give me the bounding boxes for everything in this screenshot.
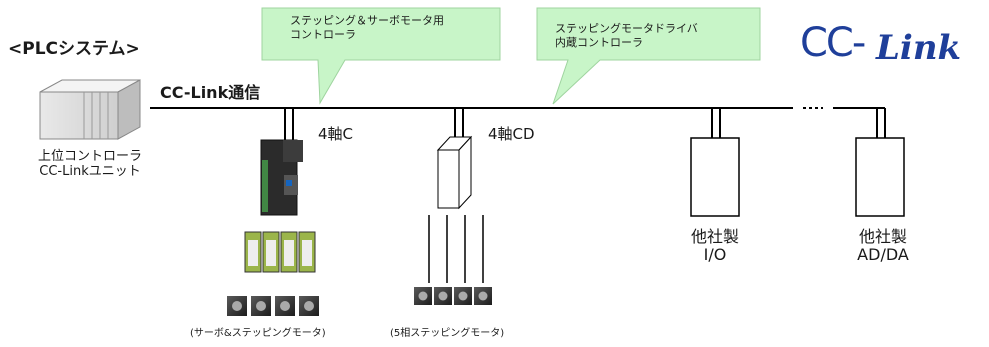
cc-link-logo: CC- Link [800, 18, 980, 78]
servo-driver-units [244, 231, 316, 273]
cc-link-logo-cc: CC- [800, 20, 866, 66]
cc-link-logo-link: Link [876, 28, 962, 68]
caption-five-phase-stepping: (5相ステッピングモータ) [390, 328, 505, 339]
five-phase-stepping-motors [414, 287, 492, 305]
callout-2-line-2: 内蔵コントローラ [555, 36, 643, 49]
controller-4axis-c-device [260, 139, 303, 216]
servo-stepping-motors [227, 296, 319, 316]
plc-unit-label-line-2: CC-Linkユニット [39, 163, 141, 179]
callout-1-text: ステッピング＆サーボモータ用 コントローラ [290, 14, 444, 42]
third-party-io-label: 他社製 I/O [680, 227, 750, 265]
callout-2-line-1: ステッピングモータドライバ [555, 22, 698, 35]
motor-cables [428, 215, 484, 283]
callout-2-text: ステッピングモータドライバ 内蔵コントローラ [555, 22, 698, 50]
callout-bubble-2 [536, 7, 761, 105]
callout-1-line-2: コントローラ [290, 28, 356, 41]
third-party-io-box [690, 137, 740, 217]
page-title: <PLCシステム> [8, 39, 140, 59]
third-party-adda-label-line-2: AD/DA [857, 245, 909, 265]
third-party-adda-box [855, 137, 905, 217]
third-party-adda-label-line-1: 他社製 [858, 227, 907, 246]
network-bus [150, 107, 886, 140]
network-label: CC-Link通信 [160, 83, 261, 102]
plc-rack [39, 79, 141, 140]
third-party-io-label-line-2: I/O [703, 245, 727, 265]
controller-4axis-cd-label: 4軸CD [488, 125, 535, 143]
callout-bubble-1 [261, 7, 501, 105]
third-party-io-label-line-1: 他社製 [690, 227, 739, 246]
controller-4axis-cd-device [436, 135, 473, 210]
plc-unit-label-line-1: 上位コントローラ [37, 149, 142, 164]
callout-1-line-1: ステッピング＆サーボモータ用 [290, 14, 444, 27]
caption-servo-stepping: (サーボ&ステッピングモータ) [190, 328, 326, 339]
controller-4axis-c-label: 4軸C [318, 125, 354, 143]
third-party-adda-label: 他社製 AD/DA [838, 227, 928, 265]
plc-unit-label: 上位コントローラ CC-Linkユニット [30, 149, 150, 180]
